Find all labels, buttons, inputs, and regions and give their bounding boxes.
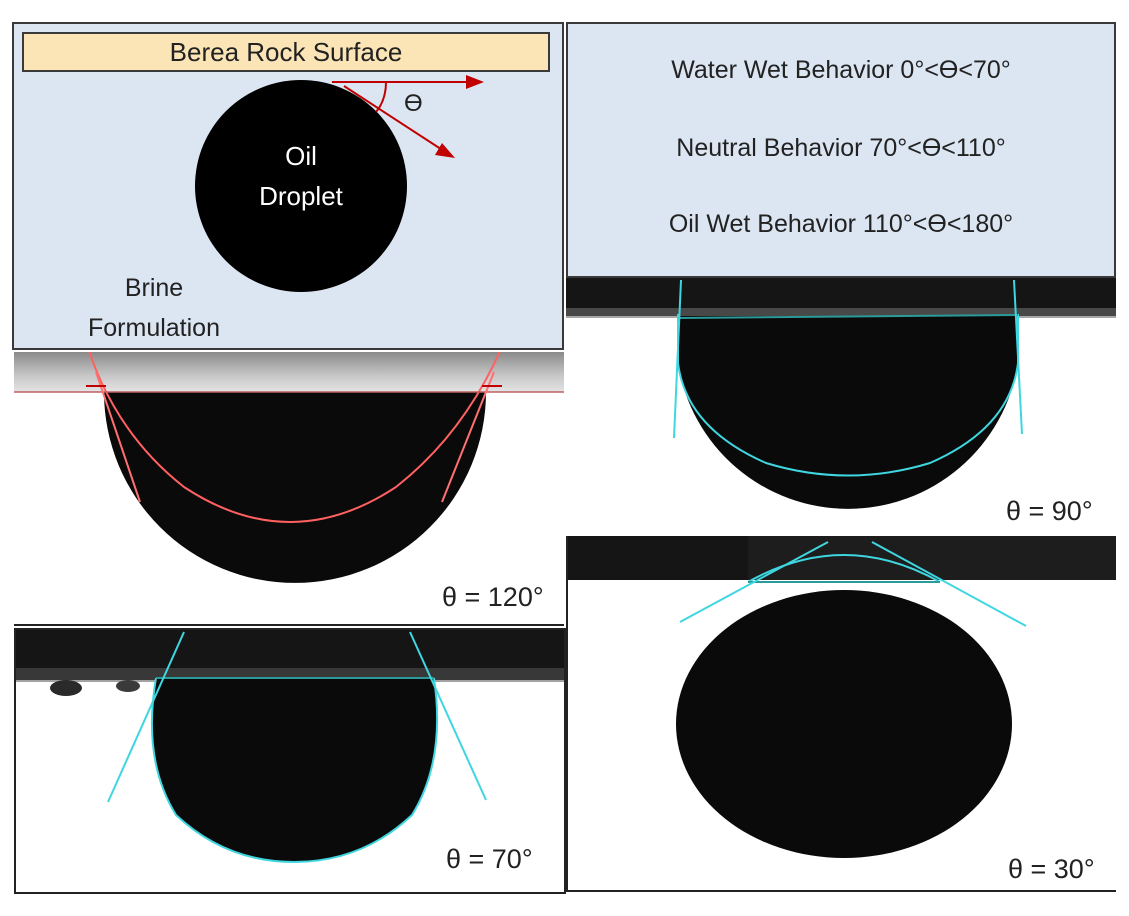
droplet-fit-outline xyxy=(88,352,501,523)
droplet-photo-120: θ = 120° xyxy=(14,352,564,626)
substrate-bump xyxy=(116,680,140,692)
angle-label-30: θ = 30° xyxy=(1008,854,1095,884)
angle-label-120: θ = 120° xyxy=(442,582,544,612)
substrate-edge xyxy=(566,308,1116,318)
tangent-right xyxy=(1013,279,1023,435)
range-water-wet: Water Wet Behavior 0°<ϴ<70° xyxy=(671,56,1011,84)
substrate-bump xyxy=(50,680,82,696)
brine-label-line1: Brine xyxy=(124,274,184,302)
substrate-edge xyxy=(748,536,1116,580)
theta-symbol: ϴ xyxy=(404,90,423,117)
wettability-schematic: Berea Rock Surface ϴ Oil Droplet Brine F… xyxy=(12,22,564,350)
range-neutral: Neutral Behavior 70°<ϴ<110° xyxy=(676,134,1006,162)
angle-label-90: θ = 90° xyxy=(1006,496,1093,526)
tangent-left xyxy=(679,541,829,623)
droplet-photo-70: θ = 70° xyxy=(14,628,566,894)
droplet-fit-outline xyxy=(150,677,439,864)
rock-surface-bar: Berea Rock Surface xyxy=(22,32,550,72)
brine-label-line2: Formulation xyxy=(88,314,220,342)
droplet-label-line2: Droplet xyxy=(259,181,343,211)
tangent-left xyxy=(673,279,682,439)
oil-droplet xyxy=(678,316,1018,509)
wettability-ranges: Water Wet Behavior 0°<ϴ<70° Neutral Beha… xyxy=(566,22,1116,278)
tangent-left xyxy=(95,371,141,503)
contact-angle-arc xyxy=(375,81,387,113)
droplet-photo-30: θ = 30° xyxy=(566,536,1116,892)
angle-label-70: θ = 70° xyxy=(446,844,533,874)
droplet-image-90 xyxy=(566,278,1116,509)
rock-surface-label: Berea Rock Surface xyxy=(169,36,403,67)
droplet-fit-outline xyxy=(747,554,941,583)
oil-droplet xyxy=(151,678,438,862)
oil-droplet xyxy=(195,80,407,292)
droplet-label-line1: Oil xyxy=(285,141,317,171)
oil-droplet xyxy=(676,590,1012,858)
range-oil-wet: Oil Wet Behavior 110°<ϴ<180° xyxy=(668,210,1014,238)
droplet-image-120 xyxy=(14,352,564,583)
droplet-image-70 xyxy=(16,630,564,864)
droplet-fit-outline xyxy=(677,314,1019,477)
droplet-tangent-arrowhead xyxy=(435,143,455,158)
tangent-right xyxy=(441,371,495,503)
oil-droplet xyxy=(104,392,486,583)
tangent-right xyxy=(409,631,487,801)
brine-label: Brine Formulation xyxy=(64,268,244,348)
tangent-left xyxy=(107,631,185,803)
schematic-drawing xyxy=(195,75,484,292)
droplet-label: Oil Droplet xyxy=(194,136,408,216)
baseline xyxy=(677,314,1019,319)
tangent-right xyxy=(871,541,1027,627)
droplet-image-30 xyxy=(568,536,1116,858)
droplet-tangent-arrow xyxy=(343,85,448,154)
surface-tangent-arrowhead xyxy=(466,75,484,89)
droplet-photo-90: θ = 90° xyxy=(566,278,1116,534)
